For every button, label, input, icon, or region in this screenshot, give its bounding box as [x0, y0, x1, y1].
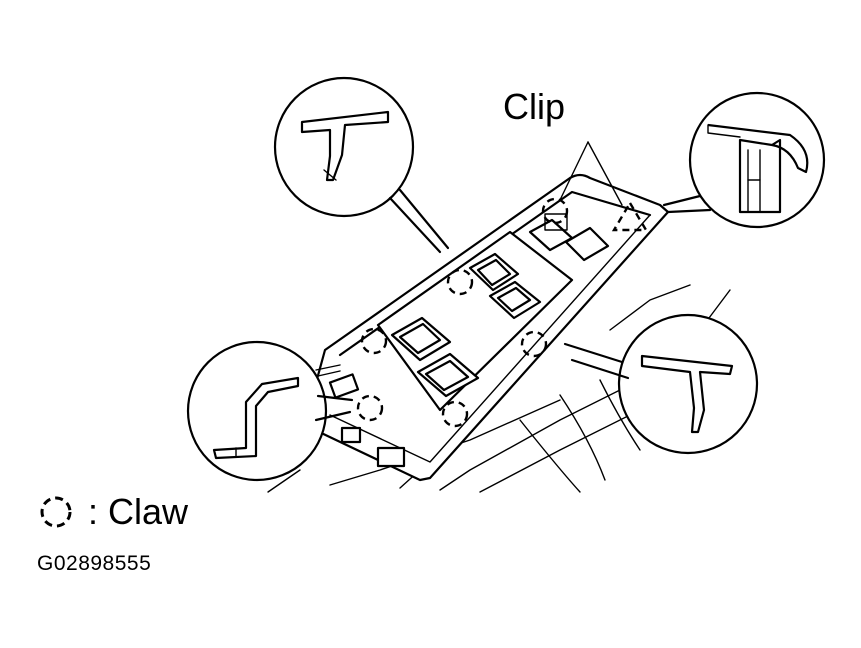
claw-marker: [360, 327, 388, 355]
connector-left: [315, 364, 406, 468]
clip-marker: [611, 200, 649, 232]
window-switch-front-left: [390, 316, 452, 362]
figure-id: G02898555: [37, 552, 152, 575]
dashed-circle-icon: [40, 496, 72, 528]
switch-panel: [306, 173, 670, 482]
claw-marker: [520, 330, 548, 358]
claw-marker: [541, 197, 569, 225]
lock-switch: [528, 213, 610, 262]
claw-marker: [446, 268, 474, 296]
claw-legend: : Claw: [36, 491, 189, 532]
detail-callout-bottom-left: [186, 340, 354, 482]
claw-marker: [441, 400, 469, 428]
window-switch-rear-left: [468, 252, 520, 292]
detail-callout-top-left: [273, 76, 450, 254]
detail-callout-bottom-right: [563, 313, 759, 455]
window-switch-front-right: [416, 352, 480, 398]
window-switch-rear-right: [488, 280, 542, 320]
clip-leader-lines: [559, 141, 623, 206]
detail-callout-top-right: [662, 91, 826, 229]
claw-markers: [356, 197, 569, 428]
claw-legend-text: : Claw: [88, 491, 189, 532]
clip-label: Clip: [503, 86, 566, 127]
claw-marker: [356, 394, 384, 422]
